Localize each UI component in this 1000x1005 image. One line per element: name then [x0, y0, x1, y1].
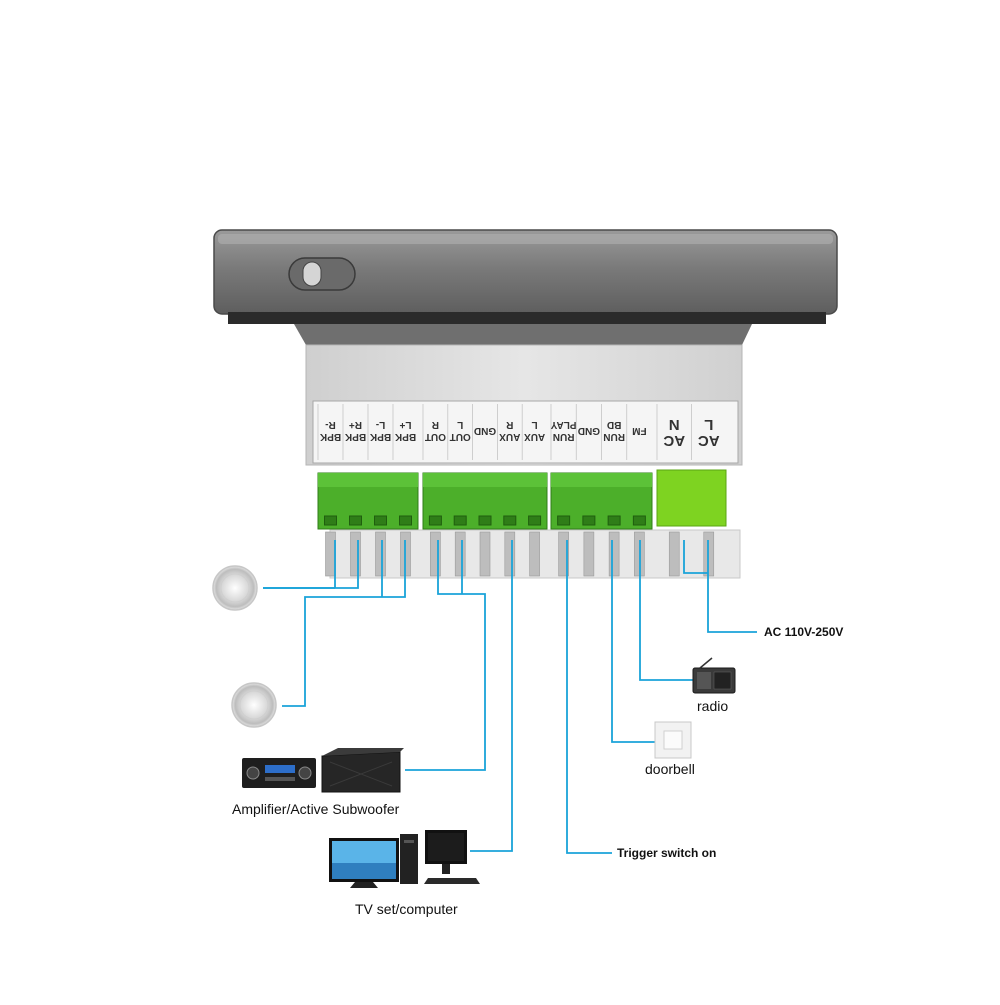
- device-faceplate: [213, 229, 838, 324]
- terminal-pin: [608, 531, 620, 577]
- terminal-pin: [529, 531, 540, 577]
- trigger-label: Trigger switch on: [617, 846, 717, 860]
- terminal-screw: [374, 515, 387, 526]
- doorbell-label: doorbell: [645, 761, 695, 777]
- terminal-label: BPKR+: [344, 419, 366, 442]
- terminal-label: ACL: [698, 416, 720, 449]
- terminal-label: OUTR: [425, 419, 446, 442]
- wire-tv-computer: [470, 540, 513, 852]
- terminal-pin: [454, 531, 466, 577]
- terminal-label: GND: [578, 425, 600, 436]
- device-housing: [294, 324, 752, 466]
- speaker-icon: [212, 565, 258, 611]
- wire-amplifier: [405, 540, 486, 771]
- terminal-labels: BPKR-BPKR+BPKL-BPKL+OUTROUTLGNDAUXRAUXLR…: [317, 404, 720, 460]
- speaker-icon: [231, 682, 277, 728]
- subwoofer-icon: [321, 748, 404, 793]
- tv-computer-label: TV set/computer: [355, 901, 458, 917]
- terminal-pin: [479, 531, 491, 577]
- doorbell-switch-icon: [654, 721, 692, 759]
- terminal-screw: [349, 515, 362, 526]
- computer-icon: [400, 830, 480, 884]
- terminal-screw: [632, 515, 646, 526]
- terminal-screw: [428, 515, 442, 526]
- wire-radio: [639, 540, 693, 681]
- terminal-screw: [399, 515, 412, 526]
- terminal-pin: [375, 531, 386, 577]
- radio-icon: [692, 657, 736, 694]
- terminal-label: BPKR-: [319, 419, 341, 442]
- terminal-screw: [557, 515, 571, 526]
- terminal-screw: [453, 515, 467, 526]
- terminal-label-strip: [312, 400, 739, 464]
- terminal-label: ACN: [663, 416, 685, 449]
- terminal-label: BPKL-: [369, 419, 391, 442]
- terminal-screws: [324, 515, 646, 526]
- amplifier-label: Amplifier/Active Subwoofer: [232, 801, 400, 817]
- terminal-screw: [582, 515, 596, 526]
- terminal-label: FM: [632, 425, 646, 436]
- terminal-pins: [325, 529, 741, 579]
- terminal-label: RUNBD: [603, 419, 625, 442]
- terminal-pin: [668, 531, 680, 577]
- wire-speaker-2: [282, 540, 406, 707]
- terminal-label: GND: [474, 425, 496, 436]
- terminal-label: AUXL: [524, 419, 545, 442]
- terminal-label: BPKL+: [394, 419, 416, 442]
- slide-switch-icon: [288, 257, 356, 291]
- radio-label: radio: [697, 698, 729, 714]
- terminal-pin: [350, 531, 361, 577]
- terminal-pin: [430, 531, 441, 577]
- wire-ac-power-b: [683, 540, 708, 574]
- terminal-label: RUNPLAY: [550, 419, 576, 442]
- amplifier-icon: [242, 758, 316, 788]
- ac-power-label: AC 110V-250V: [764, 625, 844, 639]
- wires: [263, 540, 757, 854]
- terminal-pin: [558, 531, 569, 577]
- terminal-pin: [504, 531, 516, 577]
- terminal-block-power: [656, 469, 727, 527]
- tv-icon: [329, 838, 399, 888]
- terminal-screw: [528, 515, 542, 526]
- terminal-screw: [324, 515, 337, 526]
- terminal-screw: [503, 515, 517, 526]
- terminal-label: OUTL: [450, 419, 471, 442]
- terminal-pin: [325, 531, 336, 577]
- wire-trigger: [566, 540, 612, 854]
- terminal-screw: [478, 515, 492, 526]
- terminal-pin: [583, 531, 595, 577]
- wire-ac-power: [707, 540, 757, 633]
- terminal-label: AUXR: [499, 419, 520, 442]
- terminal-screw: [607, 515, 621, 526]
